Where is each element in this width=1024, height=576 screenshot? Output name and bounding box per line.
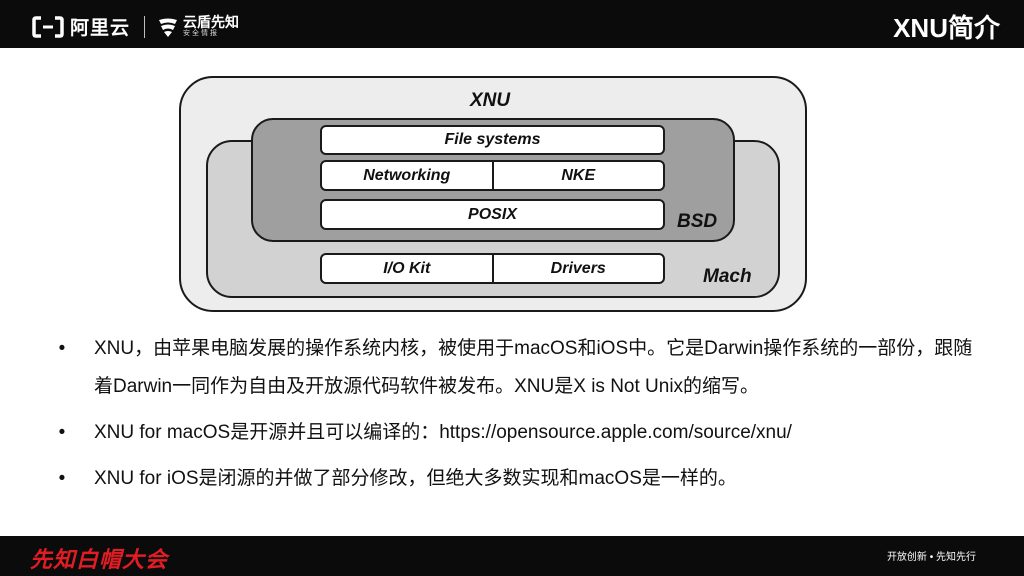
logo-divider [144,15,146,38]
file-systems-box: File systems [320,125,665,155]
bullet-dot: • [58,422,66,443]
aliyun-logo: 阿里云 云盾先知 安全情报 [32,13,239,40]
networking-cell: Networking [363,166,451,184]
bullet-dot: • [58,338,66,359]
iokit-drivers-box: I/O Kit Drivers [320,253,665,284]
bullet-item: • XNU for iOS是闭源的并做了部分修改，但绝大多数实现和macOS是一… [56,460,976,498]
bullet-text: XNU，由苹果电脑发展的操作系统内核，被使用于macOS和iOS中。它是Darw… [94,338,973,397]
footer-bar: 先知白帽大会 开放创新 • 先知先行 [0,536,1024,576]
bullet-item: • XNU，由苹果电脑发展的操作系统内核，被使用于macOS和iOS中。它是Da… [56,330,976,406]
aliyun-logo-icon [32,15,64,38]
xnu-label: XNU [470,90,511,111]
slide-title: XNU简介 [893,13,1000,43]
bullet-list: • XNU，由苹果电脑发展的操作系统内核，被使用于macOS和iOS中。它是Da… [56,330,976,498]
footer-slogan: 开放创新 • 先知先行 [886,552,976,563]
bullet-text: XNU for macOS是开源并且可以编译的：https://opensour… [94,422,792,443]
yundun-subtext: 安全情报 [183,30,220,37]
bullet-dot: • [58,468,66,489]
yundun-text: 云盾先知 [183,14,240,30]
bullet-item: • XNU for macOS是开源并且可以编译的：https://openso… [56,414,976,452]
top-bar: 阿里云 云盾先知 安全情报 XNU简介 [0,0,1024,48]
footer-brand: 先知白帽大会 [30,547,169,572]
io-kit-cell: I/O Kit [383,259,431,277]
aliyun-text: 阿里云 [70,18,131,39]
bullet-text: XNU for iOS是闭源的并做了部分修改，但绝大多数实现和macOS是一样的… [94,468,737,489]
bsd-label: BSD [677,211,718,232]
networking-nke-box: Networking NKE [320,160,665,191]
posix-box: POSIX [320,199,665,230]
drivers-cell: Drivers [491,255,664,282]
yundun-shield-icon [157,16,179,38]
mach-label: Mach [703,266,752,287]
xnu-architecture-diagram: XNU File systems Networking NKE POSIX BS… [179,76,807,312]
nke-cell: NKE [491,162,664,189]
